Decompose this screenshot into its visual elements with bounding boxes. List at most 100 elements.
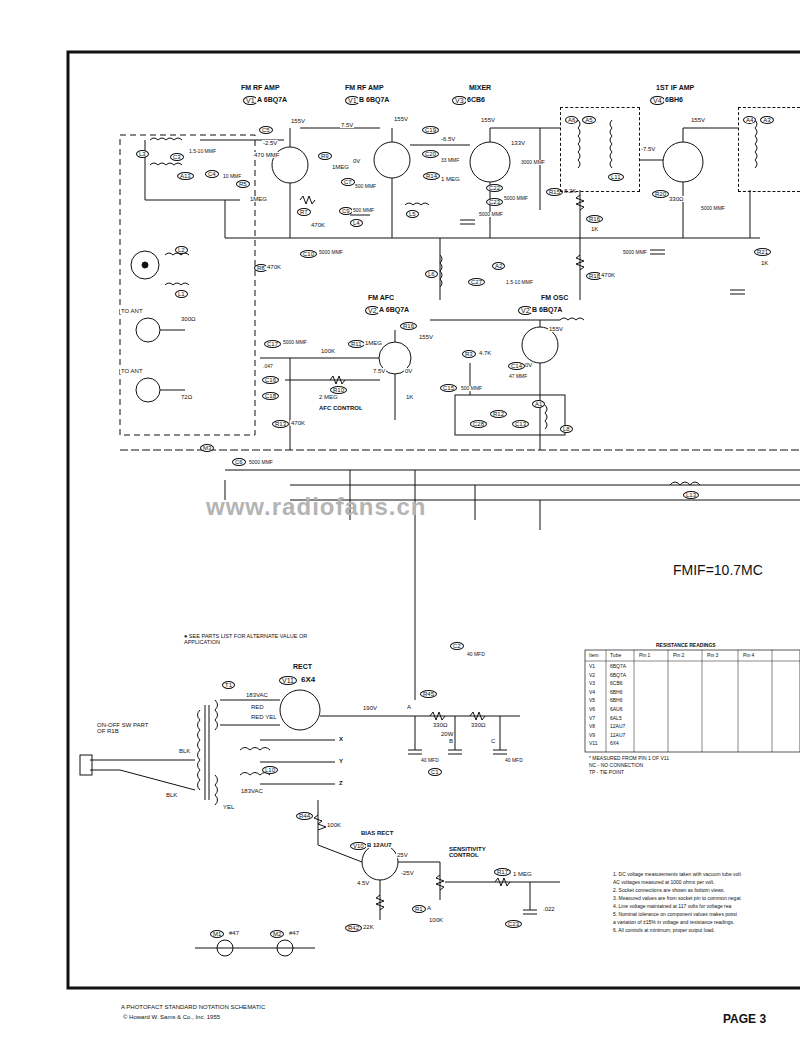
part-label: TP - TIE POINT (588, 770, 625, 775)
part-label: 5000 MMF (478, 212, 504, 217)
part-label: -6.5V (440, 136, 456, 142)
callout-number: C10 (300, 250, 317, 258)
part-label: 6CB6 (466, 96, 486, 103)
part-label: V11 (588, 741, 599, 746)
part-label: 1ST IF AMP (655, 84, 695, 91)
part-label: 155V (393, 116, 409, 122)
part-label: 40 MFD (420, 758, 440, 763)
shield-can: A4A3 (738, 107, 800, 192)
callout-number: T1 (222, 681, 235, 689)
callout-number: R5 (236, 180, 250, 188)
part-label: 470 MMF (253, 152, 279, 158)
part-label: 20W (440, 731, 454, 737)
callout-number: C20 (422, 150, 439, 158)
callout-number: R42 (345, 924, 362, 932)
part-label: 6BH6 (609, 698, 624, 703)
part-label: 5000 MMF (503, 196, 529, 201)
callout-number: A13 (177, 172, 194, 180)
part-label: PAGE 3 (722, 1013, 767, 1026)
part-label: 1. DC voltage measurements taken with va… (612, 872, 742, 877)
part-label: YEL (222, 804, 235, 810)
callout-number: R44 (296, 812, 313, 820)
part-label: NC - NO CONNECTION (588, 763, 644, 768)
callout-number: L5 (406, 210, 419, 218)
part-label: Pin 1 (638, 653, 651, 658)
part-label: 6BH6 (664, 96, 684, 103)
callout-number: C19 (422, 126, 439, 134)
callout-number: C16 (262, 376, 279, 384)
callout-number: L2 (175, 246, 188, 254)
callout-number: C3 (170, 153, 184, 161)
part-label: FMIF=10.7MC (672, 563, 764, 578)
part-label: 500 MMF (352, 208, 375, 213)
part-label: Pin 3 (706, 653, 719, 658)
part-label: 190V (362, 705, 378, 711)
part-label: 300Ω (180, 316, 197, 322)
part-label: #47 (288, 930, 300, 936)
part-label: 6. All controls at minimum; proper outpu… (612, 928, 716, 933)
callout-number: C15 (440, 384, 457, 392)
part-label: V1 (588, 664, 596, 669)
part-label: 155V (480, 117, 496, 123)
part-label: A 6BQ7A (378, 306, 410, 313)
part-label: 470K (290, 420, 306, 426)
callout-number: R12 (490, 410, 507, 418)
callout-number: M1 (210, 930, 224, 938)
part-label: 7.5V (372, 368, 386, 374)
can-callout: A4 (743, 116, 756, 124)
part-label: FM OSC (540, 294, 569, 301)
part-label: 1MEG (364, 340, 383, 346)
part-label: 470K (600, 272, 616, 278)
part-label: Pin 2 (672, 653, 685, 658)
callout-number: R21 (754, 248, 771, 256)
part-label: 5000 MMF (318, 250, 344, 255)
part-label: 500 MMF (354, 184, 377, 189)
part-label: RED (250, 704, 265, 710)
part-label: 330Ω (470, 722, 487, 728)
part-label: ● SEE PARTS LIST FOR ALTERNATE VALUE OR … (183, 634, 325, 646)
callout-number: R17 (494, 868, 511, 876)
part-label: 6X4 (609, 741, 620, 746)
part-label: 40 MFD (504, 758, 524, 763)
part-label: BIAS RECT (360, 830, 394, 836)
part-label: V6 (588, 707, 596, 712)
part-label: .047 (262, 364, 274, 369)
callout-number: A2 (492, 262, 505, 270)
part-label: 10 MMF (222, 174, 242, 179)
callout-number: M2 (270, 930, 284, 938)
part-label: 1MEG (249, 196, 268, 202)
part-label: Pin 4 (742, 653, 755, 658)
part-label: 22K (362, 924, 375, 930)
part-label: 2 MEG (318, 394, 339, 400)
part-label: ON-OFF SW PART OF R1B (96, 722, 153, 735)
part-label: 40 MFD (466, 652, 486, 657)
part-label: 12AU7 (609, 724, 626, 729)
callout-number: C1 (428, 768, 442, 776)
callout-number: C27 (468, 278, 485, 286)
part-label: A PHOTOFACT STANDARD NOTATION SCHEMATIC (120, 1004, 266, 1010)
part-label: TO ANT (120, 308, 144, 314)
callout-number: V4 (650, 96, 665, 105)
callout-number: R16 (400, 322, 417, 330)
callout-number: L3 (136, 150, 149, 158)
callout-number: C22 (486, 184, 503, 192)
callout-number: V11 (279, 676, 297, 685)
part-label: RED YEL (250, 714, 278, 720)
callout-number: L4 (350, 219, 363, 227)
part-label: 470K (310, 222, 326, 228)
callout-number: L1 (175, 290, 188, 298)
callout-number: M3 (200, 444, 214, 452)
part-label: FM RF AMP (344, 84, 385, 91)
part-label: 1K (590, 226, 599, 232)
callout-number: C13 (512, 420, 529, 428)
can-callout: A5 (582, 116, 595, 124)
part-label: 4.7K (478, 350, 492, 356)
part-label: X (338, 736, 344, 742)
part-label: © Howard W. Sams & Co., Inc. 1955 (122, 1014, 221, 1020)
part-label: V2 (588, 673, 596, 678)
part-label: 0V (404, 368, 413, 374)
part-label: 4.5V (356, 880, 370, 886)
part-label: -25V (400, 870, 415, 876)
part-label: Item (588, 653, 600, 658)
